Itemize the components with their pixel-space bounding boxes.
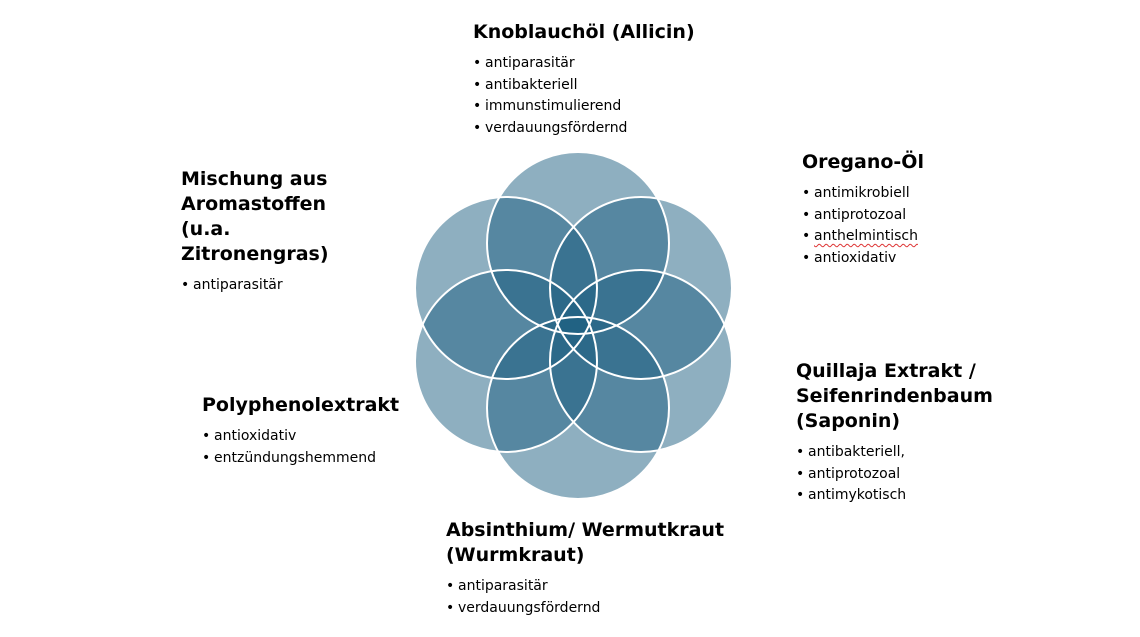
bullet-icon: • xyxy=(473,55,482,71)
bullet-icon: • xyxy=(446,599,455,616)
list-item: •antioxidativ xyxy=(202,426,422,448)
bullet-icon: • xyxy=(181,277,190,293)
list-item: •antiparasitär xyxy=(181,275,371,297)
list-item: •verdauungsfördernd xyxy=(446,598,746,620)
circle-upper-left-outline xyxy=(414,196,598,380)
absinthium-title: Absinthium/ Wermutkraut (Wurmkraut) xyxy=(446,519,725,566)
circle-upper-right-outline xyxy=(549,196,733,380)
list-item: •antiprotozoal xyxy=(802,205,1102,227)
mischung-title: Mischung aus Aromastoffen (u.a. Zitronen… xyxy=(181,168,329,265)
list-item: •antimikrobiell xyxy=(802,183,1102,205)
list-item: •antimykotisch xyxy=(796,485,1026,507)
polyphenol-block: Polyphenolextrakt •antioxidativ •entzünd… xyxy=(202,393,422,469)
bullet-icon: • xyxy=(446,578,455,594)
bullet-icon: • xyxy=(473,76,482,93)
knoblauch-title: Knoblauchöl (Allicin) xyxy=(473,21,695,43)
bullet-icon: • xyxy=(202,449,211,466)
bullet-icon: • xyxy=(796,465,805,482)
knoblauch-block: Knoblauchöl (Allicin) •antiparasitär •an… xyxy=(473,20,773,139)
bullet-icon: • xyxy=(202,428,211,444)
quillaja-list: •antibakteriell, •antiprotozoal •antimyk… xyxy=(796,442,1026,507)
circle-bottom-outline xyxy=(486,316,670,500)
polyphenol-title: Polyphenolextrakt xyxy=(202,394,400,416)
quillaja-block: Quillaja Extrakt / Seifenrindenbaum (Sap… xyxy=(796,359,1026,507)
bullet-icon: • xyxy=(802,185,811,201)
oregano-title: Oregano-Öl xyxy=(802,151,924,173)
list-item: •antibakteriell xyxy=(473,75,773,97)
bullet-icon: • xyxy=(473,98,482,114)
list-item: •antiparasitär xyxy=(473,53,773,75)
oregano-list: •antimikrobiell •antiprotozoal •anthelmi… xyxy=(802,183,1102,269)
mischung-list: •antiparasitär xyxy=(181,275,371,297)
absinthium-block: Absinthium/ Wermutkraut (Wurmkraut) •ant… xyxy=(446,518,746,619)
venn-circle-outlines xyxy=(414,151,733,500)
list-item: •antiparasitär xyxy=(446,576,746,598)
circle-upper-left xyxy=(415,197,597,379)
absinthium-list: •antiparasitär •verdauungsfördernd xyxy=(446,576,746,619)
list-item: •immunstimulierend xyxy=(473,96,773,118)
oregano-block: Oregano-Öl •antimikrobiell •antiprotozoa… xyxy=(802,150,1102,269)
list-item: •verdauungsfördernd xyxy=(473,118,773,140)
bullet-icon: • xyxy=(796,444,805,460)
bullet-icon: • xyxy=(473,119,482,136)
spellcheck-underlined-word: anthelmintisch xyxy=(814,228,918,244)
polyphenol-list: •antioxidativ •entzündungshemmend xyxy=(202,426,422,469)
list-item: •antioxidativ xyxy=(802,248,1102,270)
mischung-block: Mischung aus Aromastoffen (u.a. Zitronen… xyxy=(181,167,371,297)
circle-lower-left-outline xyxy=(414,269,598,453)
list-item: •entzündungshemmend xyxy=(202,448,422,470)
list-item: •anthelmintisch xyxy=(802,226,1102,248)
bullet-icon: • xyxy=(796,487,805,503)
quillaja-title: Quillaja Extrakt / Seifenrindenbaum (Sap… xyxy=(796,360,993,432)
circle-lower-right-outline xyxy=(549,269,733,453)
list-item: •antibakteriell, xyxy=(796,442,1026,464)
venn-circles xyxy=(415,152,732,499)
circle-top-outline xyxy=(486,151,670,335)
knoblauch-list: •antiparasitär •antibakteriell •immunsti… xyxy=(473,53,773,139)
bullet-icon: • xyxy=(802,206,811,223)
bullet-icon: • xyxy=(802,249,811,266)
list-item: •antiprotozoal xyxy=(796,464,1026,486)
bullet-icon: • xyxy=(802,228,811,244)
